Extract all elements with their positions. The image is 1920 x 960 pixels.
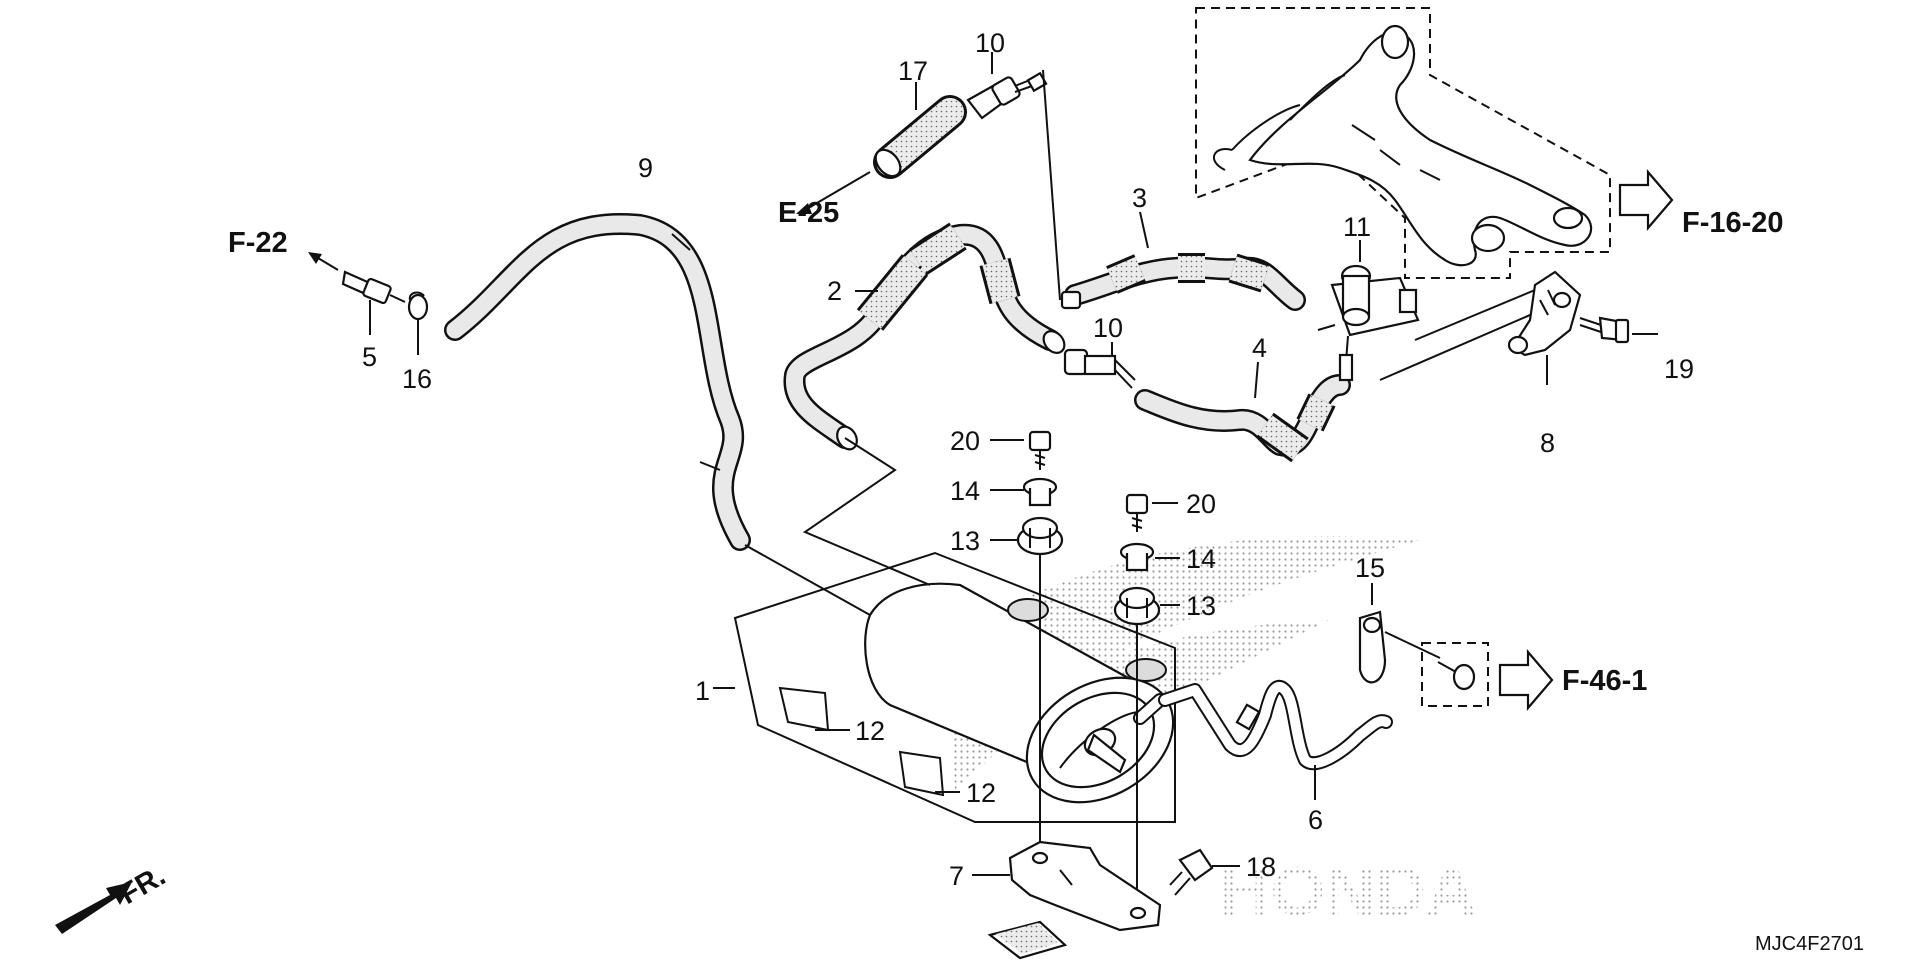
arrow-f1620 bbox=[1618, 169, 1674, 231]
callout-8: 8 bbox=[1540, 428, 1555, 458]
callout-5: 5 bbox=[362, 342, 377, 372]
fr-label: FR. bbox=[115, 860, 171, 911]
fitting-10-mid bbox=[1063, 348, 1136, 389]
callout-2: 2 bbox=[827, 276, 842, 306]
callout-9: 9 bbox=[638, 153, 653, 183]
canister-frame bbox=[733, 551, 1176, 823]
callout-3: 3 bbox=[1132, 183, 1147, 213]
washer-14-left bbox=[1022, 477, 1058, 507]
callout-7: 7 bbox=[949, 861, 964, 891]
callout-16: 16 bbox=[402, 364, 432, 394]
hose-3 bbox=[1060, 253, 1306, 311]
pipe-6 bbox=[1158, 679, 1393, 771]
bolt-dashed-box bbox=[1421, 642, 1489, 707]
callout-20-left: 20 bbox=[950, 426, 980, 456]
callout-10-mid: 10 bbox=[1093, 313, 1123, 343]
pad-12-lower bbox=[898, 750, 945, 797]
ref-f461[interactable]: F-46-1 bbox=[1562, 665, 1647, 697]
grommet-13-right bbox=[1113, 586, 1161, 626]
callout-17: 17 bbox=[898, 56, 928, 86]
hose-4 bbox=[1134, 374, 1351, 463]
bracket-frame-group bbox=[1195, 7, 1611, 279]
callout-20-right: 20 bbox=[1186, 489, 1216, 519]
callout-12-upper: 12 bbox=[855, 716, 885, 746]
callout-10-top: 10 bbox=[975, 28, 1005, 58]
route-line-11-8b bbox=[1414, 289, 1536, 341]
leader-3 bbox=[1139, 211, 1149, 249]
solenoid-valve-11 bbox=[1317, 264, 1420, 382]
leader-f22-arrow bbox=[317, 257, 339, 271]
callout-6: 6 bbox=[1308, 805, 1323, 835]
bracket-7 bbox=[987, 840, 1162, 960]
pad-12-upper bbox=[778, 686, 830, 732]
ref-f22[interactable]: F-22 bbox=[228, 227, 288, 259]
callout-13-left: 13 bbox=[950, 526, 980, 556]
callout-11: 11 bbox=[1343, 212, 1371, 242]
route-line-2-1 bbox=[802, 437, 931, 586]
clip-15 bbox=[1358, 610, 1441, 684]
arrow-e25 bbox=[796, 203, 812, 214]
leader-4 bbox=[1254, 361, 1259, 399]
fitting-5 bbox=[341, 270, 406, 305]
washer-14-right bbox=[1119, 542, 1155, 572]
arrow-f22 bbox=[308, 252, 322, 264]
front-direction-indicator: FR. bbox=[55, 860, 171, 934]
arrow-f461 bbox=[1498, 649, 1554, 711]
leader-e25 bbox=[804, 171, 871, 211]
fitting-10-top bbox=[966, 71, 1048, 120]
callout-15: 15 bbox=[1355, 553, 1385, 583]
bracket-8 bbox=[1507, 270, 1582, 357]
callout-1: 1 bbox=[695, 676, 710, 706]
callout-14-left: 14 bbox=[950, 476, 980, 506]
bolt-20-left bbox=[1028, 430, 1052, 470]
hose-2 bbox=[783, 222, 1066, 451]
bolt-19 bbox=[1579, 316, 1630, 344]
ref-f1620[interactable]: F-16-20 bbox=[1682, 207, 1784, 239]
hose-9 bbox=[444, 212, 751, 551]
callout-19: 19 bbox=[1664, 354, 1694, 384]
callout-4: 4 bbox=[1252, 333, 1267, 363]
clamp-16 bbox=[407, 291, 429, 321]
bolt-20-right bbox=[1125, 493, 1149, 532]
svg-text:HONDA: HONDA bbox=[1220, 852, 1477, 930]
diagram-code: MJC4F2701 bbox=[1755, 933, 1864, 955]
route-line-9-1 bbox=[744, 544, 871, 616]
route-line-10-3 bbox=[1042, 69, 1061, 301]
bolt-18 bbox=[1169, 848, 1214, 896]
callout-14-right: 14 bbox=[1186, 544, 1216, 574]
ref-e25[interactable]: E-25 bbox=[778, 197, 839, 229]
callout-12-lower: 12 bbox=[966, 778, 996, 808]
callout-18: 18 bbox=[1246, 852, 1276, 882]
hose-17 bbox=[873, 95, 967, 179]
callout-13-right: 13 bbox=[1186, 591, 1216, 621]
grommet-13-left bbox=[1016, 516, 1064, 556]
